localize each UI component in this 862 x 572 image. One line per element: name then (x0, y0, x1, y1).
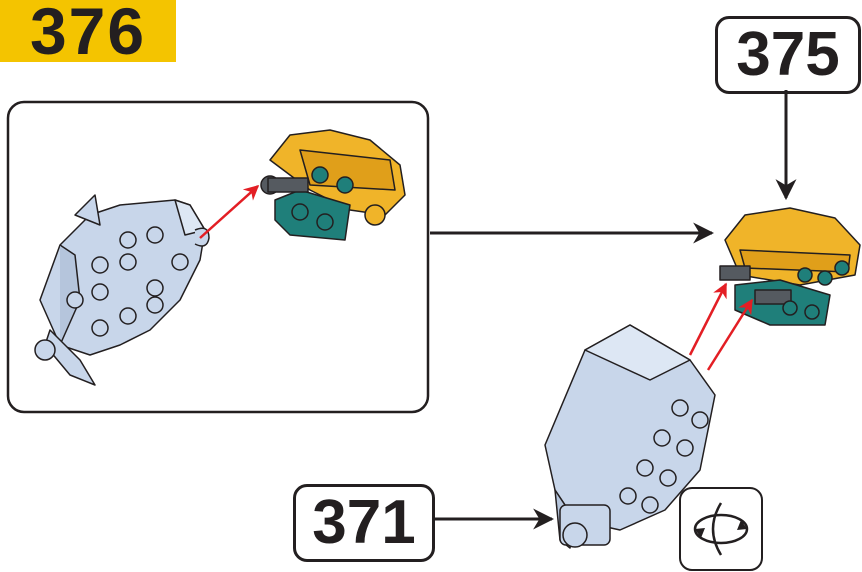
step-reference-375: 375 (715, 16, 861, 94)
main-orange-assembly (719, 207, 861, 326)
callout-red-arrow (199, 184, 260, 239)
step-reference-371: 371 (293, 484, 435, 562)
callout-orange-assembly (260, 129, 406, 241)
callout-gray-assembly (34, 194, 210, 386)
main-red-arrow-2 (706, 298, 754, 371)
main-red-arrow-1 (688, 282, 728, 356)
rotate-model-icon (679, 487, 763, 571)
main-gray-assembly (544, 324, 716, 549)
step-number-badge: 376 (0, 0, 176, 64)
